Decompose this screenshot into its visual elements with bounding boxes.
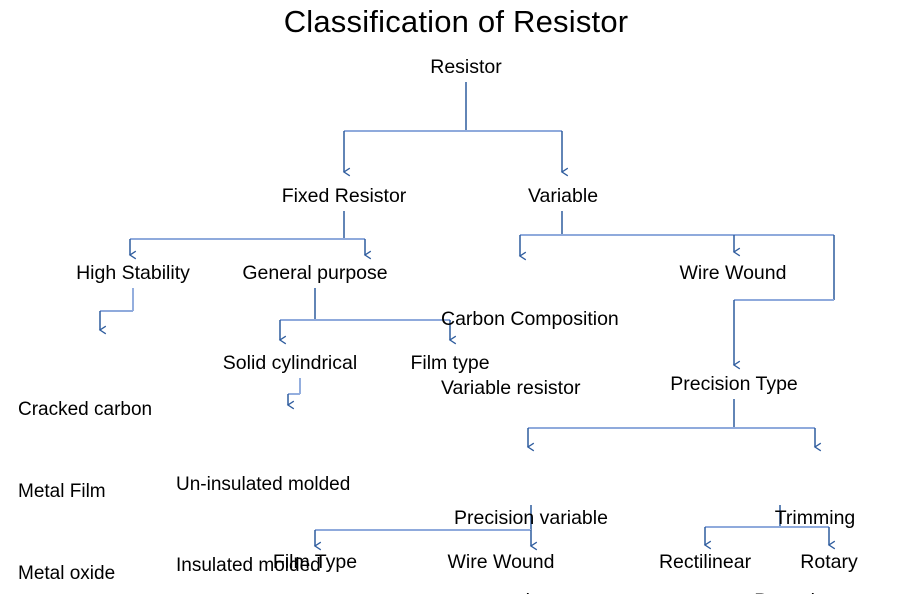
node-carbon-composition-line2: Variable resistor: [441, 377, 581, 399]
node-high-stability: High Stability: [76, 262, 190, 284]
node-wire-wound-variable: Wire Wound: [679, 262, 787, 284]
node-film-type-leaf: Film Type: [272, 551, 358, 573]
node-trimming-potentiometer: Trimming Potentiometer: [754, 450, 875, 594]
node-high-stability-leaf-list: Cracked carbon Metal Film Metal oxide Wi…: [18, 341, 152, 594]
node-metal-film: Metal Film: [18, 480, 106, 502]
node-precision-variable-potentiometer: Precision variable potentiometer: [454, 450, 608, 594]
node-rotary: Rotary: [800, 551, 858, 573]
node-precision-variable-line2: potentiometer: [454, 588, 608, 594]
node-trimming-line2: Potentiometer: [754, 588, 875, 594]
node-precision-type: Precision Type: [670, 373, 798, 395]
node-precision-variable-line1: Precision variable: [454, 507, 608, 530]
node-insulated-molded: Insulated molded: [176, 554, 321, 576]
node-variable: Variable: [527, 185, 599, 207]
node-general-purpose: General purpose: [242, 262, 388, 284]
node-resistor: Resistor: [430, 56, 502, 78]
node-un-insulated-molded: Un-insulated molded: [176, 473, 351, 495]
node-solid-cylindrical-leaf-list: Un-insulated molded Insulated molded: [176, 418, 350, 594]
node-fixed-resistor: Fixed Resistor: [281, 185, 407, 207]
node-carbon-composition-line1: Carbon Composition: [441, 308, 619, 330]
node-rectilinear: Rectilinear: [658, 551, 752, 573]
node-wire-wound-leaf: Wire Wound: [447, 551, 555, 573]
node-carbon-composition-variable-resistor: Carbon Composition Variable resistor: [441, 262, 619, 446]
node-metal-oxide: Metal oxide: [18, 562, 116, 584]
diagram-title: Classification of Resistor: [283, 4, 629, 39]
node-trimming-line1: Trimming: [774, 507, 856, 530]
node-cracked-carbon: Cracked carbon: [18, 398, 153, 420]
node-solid-cylindrical: Solid cylindrical: [222, 352, 358, 374]
node-film-type-general: Film type: [410, 352, 490, 374]
